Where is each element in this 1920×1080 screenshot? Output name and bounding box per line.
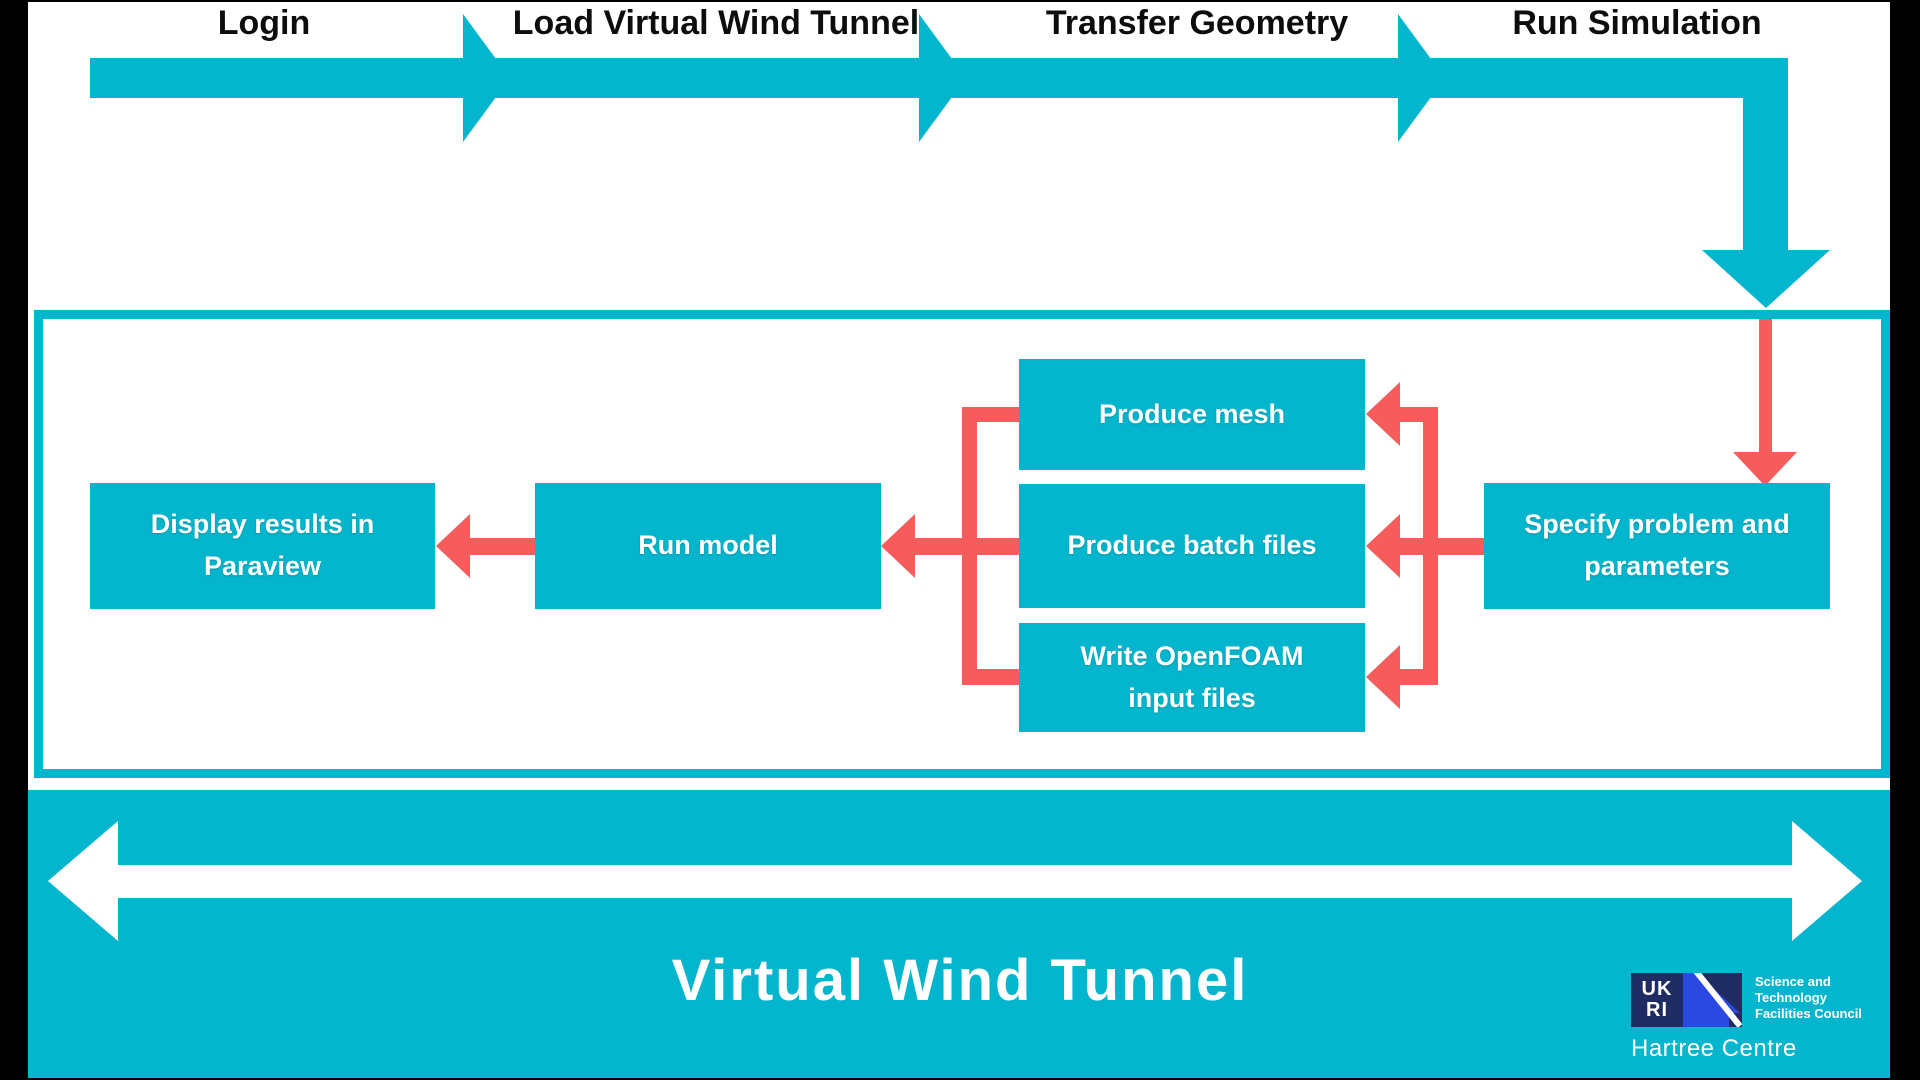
- double-arrow-shaft: [118, 865, 1792, 898]
- connector-arrowhead-icon: [436, 514, 470, 578]
- footer-band: [0, 790, 1920, 1080]
- ukri-hartree-logo: UK RI Science and Technology Facilities …: [1631, 973, 1891, 1069]
- council-name-line: Science and: [1755, 974, 1831, 989]
- flow-arrow-down-shaft: [1743, 58, 1788, 250]
- connector-arrowhead-icon: [881, 514, 915, 578]
- frame-bar-bottom: [0, 1078, 1920, 1080]
- flow-step-label-load: Load Virtual Wind Tunnel: [512, 4, 920, 42]
- flow-arrowhead-icon: [919, 14, 966, 142]
- connector-arrowhead-down-icon: [1733, 452, 1797, 486]
- node-produce-mesh: Produce mesh: [1019, 359, 1365, 470]
- council-name-line: Facilities Council: [1755, 1006, 1862, 1021]
- connector-arrowhead-icon: [1366, 382, 1400, 446]
- council-name-line: Technology: [1755, 990, 1827, 1005]
- hartree-centre-label: Hartree Centre: [1631, 1035, 1797, 1062]
- flow-arrowhead-down-icon: [1702, 250, 1830, 308]
- ukri-logo-icon: UK RI: [1631, 973, 1683, 1027]
- ukri-logo-line1: UK: [1641, 978, 1673, 1000]
- connector-stub: [470, 538, 535, 555]
- flow-step-label-transfer: Transfer Geometry: [1045, 4, 1349, 42]
- flow-arrowhead-icon: [463, 14, 510, 142]
- connector-stub: [915, 538, 1019, 555]
- node-display-results: Display results in Paraview: [90, 483, 435, 609]
- frame-bar-top: [0, 0, 1920, 2]
- council-name: Science and Technology Facilities Counci…: [1755, 974, 1862, 1022]
- connector-stub: [977, 407, 1019, 422]
- connector-stub: [1400, 669, 1438, 685]
- flow-arrowhead-icon: [1398, 14, 1445, 142]
- connector-stub: [1400, 538, 1484, 555]
- connector-arrowhead-icon: [1366, 514, 1400, 578]
- connector-arrowhead-icon: [1366, 645, 1400, 709]
- node-specify-problem: Specify problem and parameters: [1484, 483, 1830, 609]
- double-arrow-left-icon: [48, 821, 118, 941]
- double-arrow-right-icon: [1792, 821, 1862, 941]
- connector-stub: [1400, 407, 1438, 422]
- node-write-openfoam: Write OpenFOAM input files: [1019, 623, 1365, 732]
- flow-step-label-run: Run Simulation: [1512, 4, 1762, 42]
- connector-stub: [977, 669, 1019, 685]
- stfc-mark-icon: [1683, 973, 1742, 1027]
- ukri-logo-line2: RI: [1646, 999, 1668, 1021]
- frame-bar-right: [1890, 0, 1920, 1080]
- connector-drop-shaft: [1759, 319, 1772, 452]
- flow-step-label-login: Login: [217, 4, 311, 42]
- node-produce-batch-files: Produce batch files: [1019, 484, 1365, 608]
- node-run-model: Run model: [535, 483, 881, 609]
- frame-bar-left: [0, 0, 28, 1080]
- page-title: Virtual Wind Tunnel: [671, 948, 1249, 1013]
